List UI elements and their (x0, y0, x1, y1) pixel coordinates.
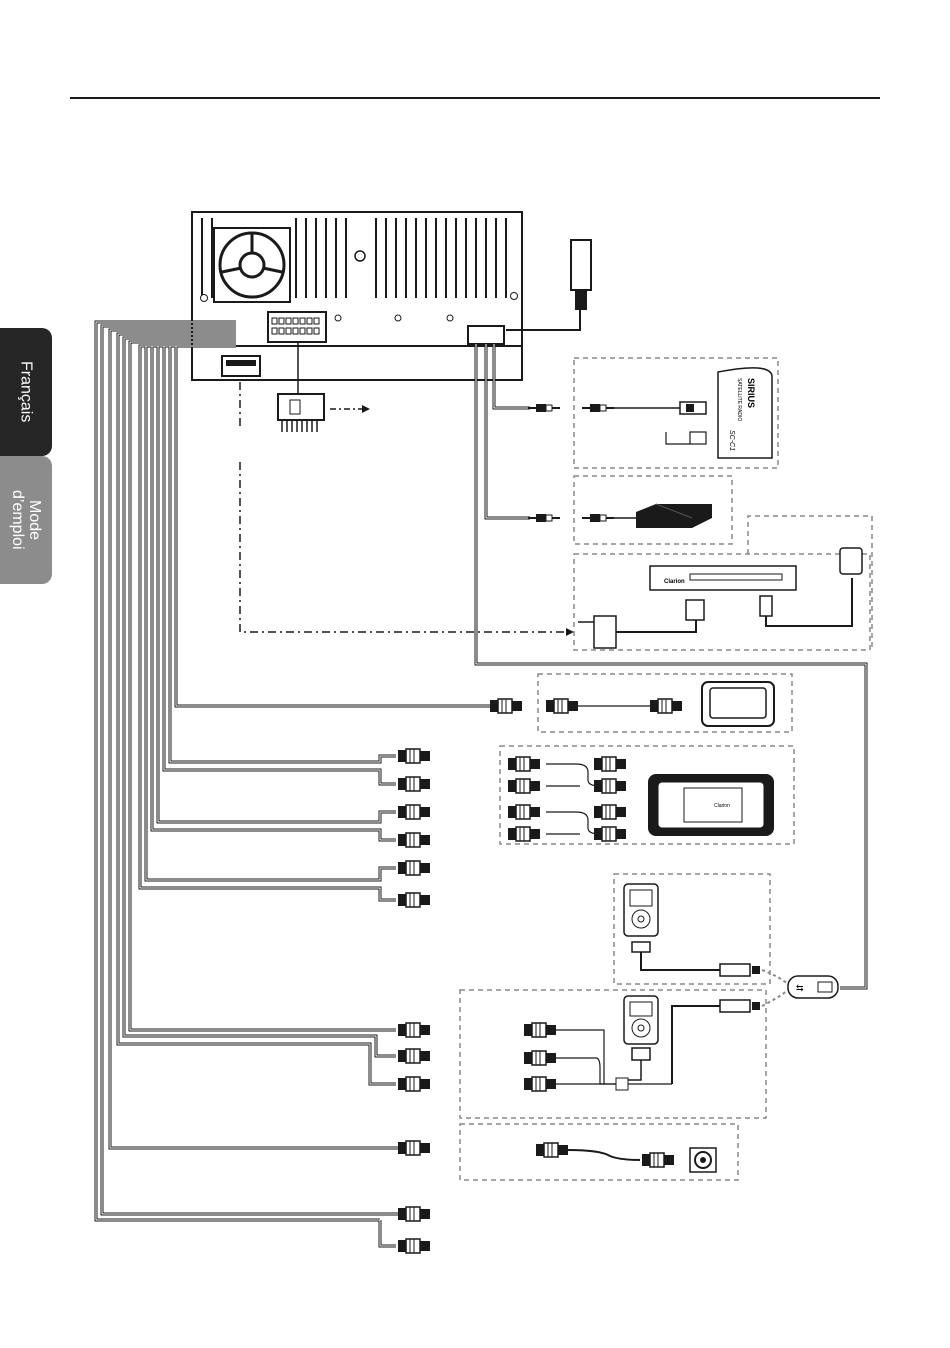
svg-text:SC-C1: SC-C1 (728, 430, 735, 451)
svg-text:SATELLITE RADIO: SATELLITE RADIO (736, 378, 742, 421)
rear-monitor (546, 682, 774, 726)
svg-text:SIRIUS: SIRIUS (746, 378, 756, 408)
ipod-1 (624, 884, 760, 976)
svg-text:⇆: ⇆ (796, 983, 804, 993)
cd-changer: Clarion (578, 548, 862, 648)
tuner-module (582, 504, 712, 528)
rear-camera (536, 1143, 716, 1172)
sirius-tuner: SIRIUS SATELLITE RADIO SC-C1 (582, 368, 772, 458)
svg-text:Clarion: Clarion (714, 803, 730, 809)
head-unit (192, 212, 522, 380)
usb-connector: ⇆ (762, 970, 838, 1006)
amplifier: Clarion (508, 757, 774, 841)
ipod-2 (524, 996, 760, 1091)
svg-text:Clarion: Clarion (664, 579, 685, 585)
